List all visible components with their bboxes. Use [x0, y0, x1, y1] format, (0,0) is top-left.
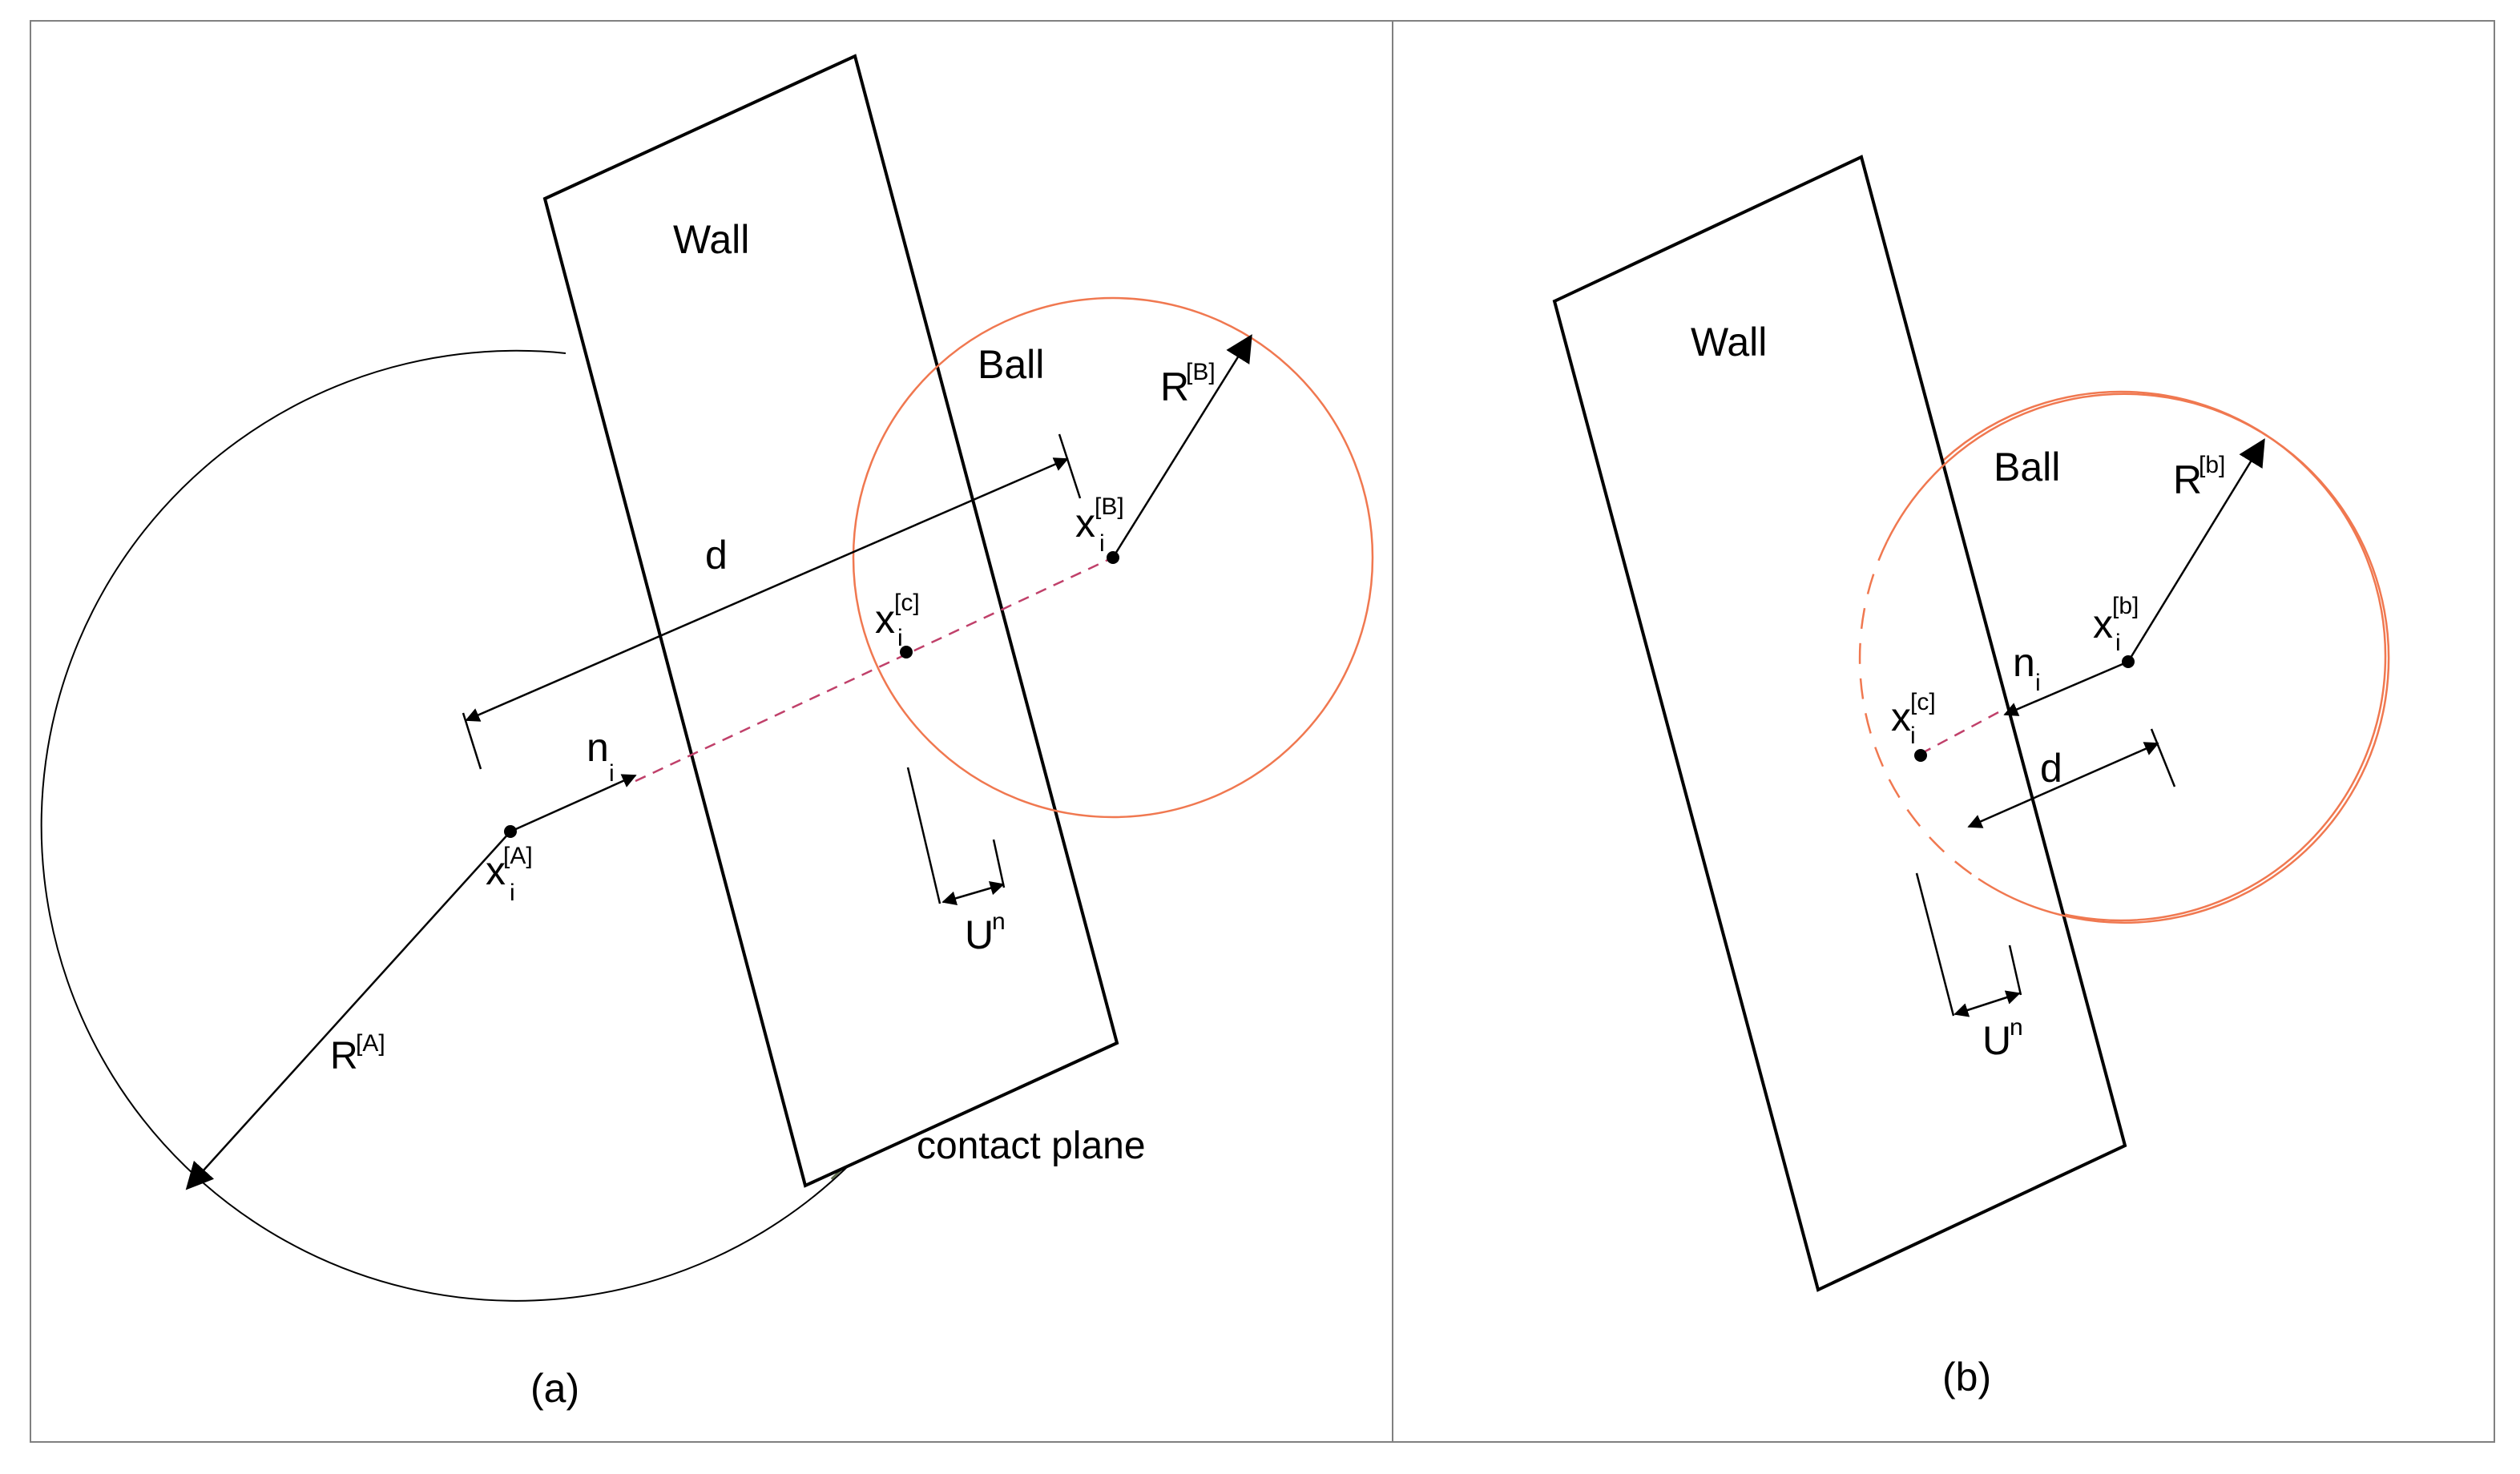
overlap-tick-right-b: [2008, 944, 2022, 996]
svg-text:i: i: [609, 760, 615, 787]
contact-plane-label: contact plane: [917, 1125, 1146, 1167]
overlap-tick-left-a: [906, 767, 941, 904]
svg-text:R: R: [1160, 364, 1189, 409]
contact-line-a: [635, 556, 1114, 783]
wall-label-a: Wall: [673, 217, 749, 262]
normal-arrow-b: [2003, 660, 2129, 716]
svg-text:[c]: [c]: [894, 590, 920, 616]
svg-text:i: i: [1910, 723, 1916, 749]
wall-label-b: Wall: [1691, 320, 1767, 364]
svg-text:i: i: [2035, 670, 2041, 696]
svg-text:[A]: [A]: [356, 1030, 385, 1057]
svg-text:R: R: [2173, 457, 2202, 502]
radius-b-arrow: [1111, 334, 1252, 558]
contact-point-a: [900, 646, 913, 658]
overlap-label-a: U n: [965, 908, 1006, 957]
caption-b: (b): [1942, 1355, 1991, 1399]
svg-text:n: n: [587, 725, 609, 770]
overlap-tick-left-b: [1915, 872, 1955, 1017]
svg-text:[b]: [b]: [2112, 593, 2139, 619]
center-b-small-label: x [b] i: [2093, 593, 2139, 656]
distance-arrow-a: [465, 457, 1069, 722]
sphere-a-outline: [40, 349, 848, 1302]
distance-tick-right-a: [1058, 433, 1082, 499]
svg-text:x: x: [1075, 501, 1095, 546]
svg-text:n: n: [2013, 640, 2035, 685]
distance-tick-right-b: [2150, 728, 2176, 787]
radius-a-arrow: [185, 831, 511, 1190]
normal-label-a: n i: [587, 725, 615, 787]
ball-b-arc-outside: [1885, 393, 2390, 924]
svg-text:x: x: [875, 597, 895, 642]
panel-b: Wall Ball d n i x [b] i x [c] i R [b] U …: [1552, 155, 2390, 1399]
svg-text:i: i: [2115, 630, 2121, 656]
radius-a-label: R [A]: [330, 1030, 385, 1077]
ball-label-a: Ball: [978, 342, 1044, 387]
svg-text:[B]: [B]: [1186, 359, 1216, 385]
distance-tick-left-a: [462, 712, 482, 770]
overlap-label-b: U n: [1982, 1014, 2023, 1063]
caption-a: (a): [530, 1366, 579, 1411]
wall-a: [542, 54, 1119, 1188]
ball-label-b: Ball: [1994, 445, 2060, 489]
center-b-small-point: [2122, 655, 2135, 668]
contact-point-label-a: x [c] i: [875, 590, 920, 651]
overlap-tick-right-a: [992, 839, 1006, 888]
svg-text:[A]: [A]: [503, 843, 533, 869]
normal-arrow-a: [510, 774, 637, 833]
center-a-label: x [A] i: [486, 843, 533, 906]
contact-point-b: [1914, 749, 1927, 762]
panel-b-frame: [1392, 20, 2495, 1443]
overlap-arrow-b: [1954, 990, 2021, 1017]
radius-b-small-arrow: [2127, 438, 2265, 662]
normal-label-b: n i: [2013, 640, 2041, 696]
center-a-point: [504, 825, 517, 838]
distance-label-a: d: [705, 533, 728, 578]
svg-text:x: x: [2093, 602, 2113, 646]
svg-text:n: n: [992, 908, 1006, 935]
contact-line-b: [1920, 709, 2002, 755]
svg-text:U: U: [965, 912, 994, 957]
wall-b: [1552, 155, 2127, 1292]
center-b-label: x [B] i: [1075, 493, 1124, 557]
svg-text:R: R: [330, 1035, 358, 1077]
svg-text:n: n: [2010, 1014, 2023, 1041]
overlap-arrow-a: [941, 880, 1005, 906]
svg-text:U: U: [1982, 1018, 2011, 1063]
svg-text:i: i: [1099, 530, 1105, 557]
center-b-point: [1107, 551, 1119, 564]
svg-text:[B]: [B]: [1095, 493, 1124, 520]
radius-b-label: R [B]: [1160, 359, 1216, 409]
panel-a: Wall Ball d contact plane n i x [A] i x …: [40, 54, 1374, 1411]
radius-b-small-label: R [b]: [2173, 452, 2225, 502]
svg-text:i: i: [897, 625, 903, 651]
svg-text:i: i: [510, 880, 515, 906]
svg-text:x: x: [486, 848, 506, 893]
distance-arrow-b: [1967, 742, 2159, 828]
ball-b-dashed-arc: [1858, 541, 1979, 880]
svg-text:[c]: [c]: [1910, 689, 1936, 715]
svg-text:[b]: [b]: [2199, 452, 2225, 478]
distance-label-b: d: [2040, 746, 2062, 791]
svg-text:x: x: [1891, 695, 1911, 739]
contact-point-label-b: x [c] i: [1891, 689, 1936, 749]
